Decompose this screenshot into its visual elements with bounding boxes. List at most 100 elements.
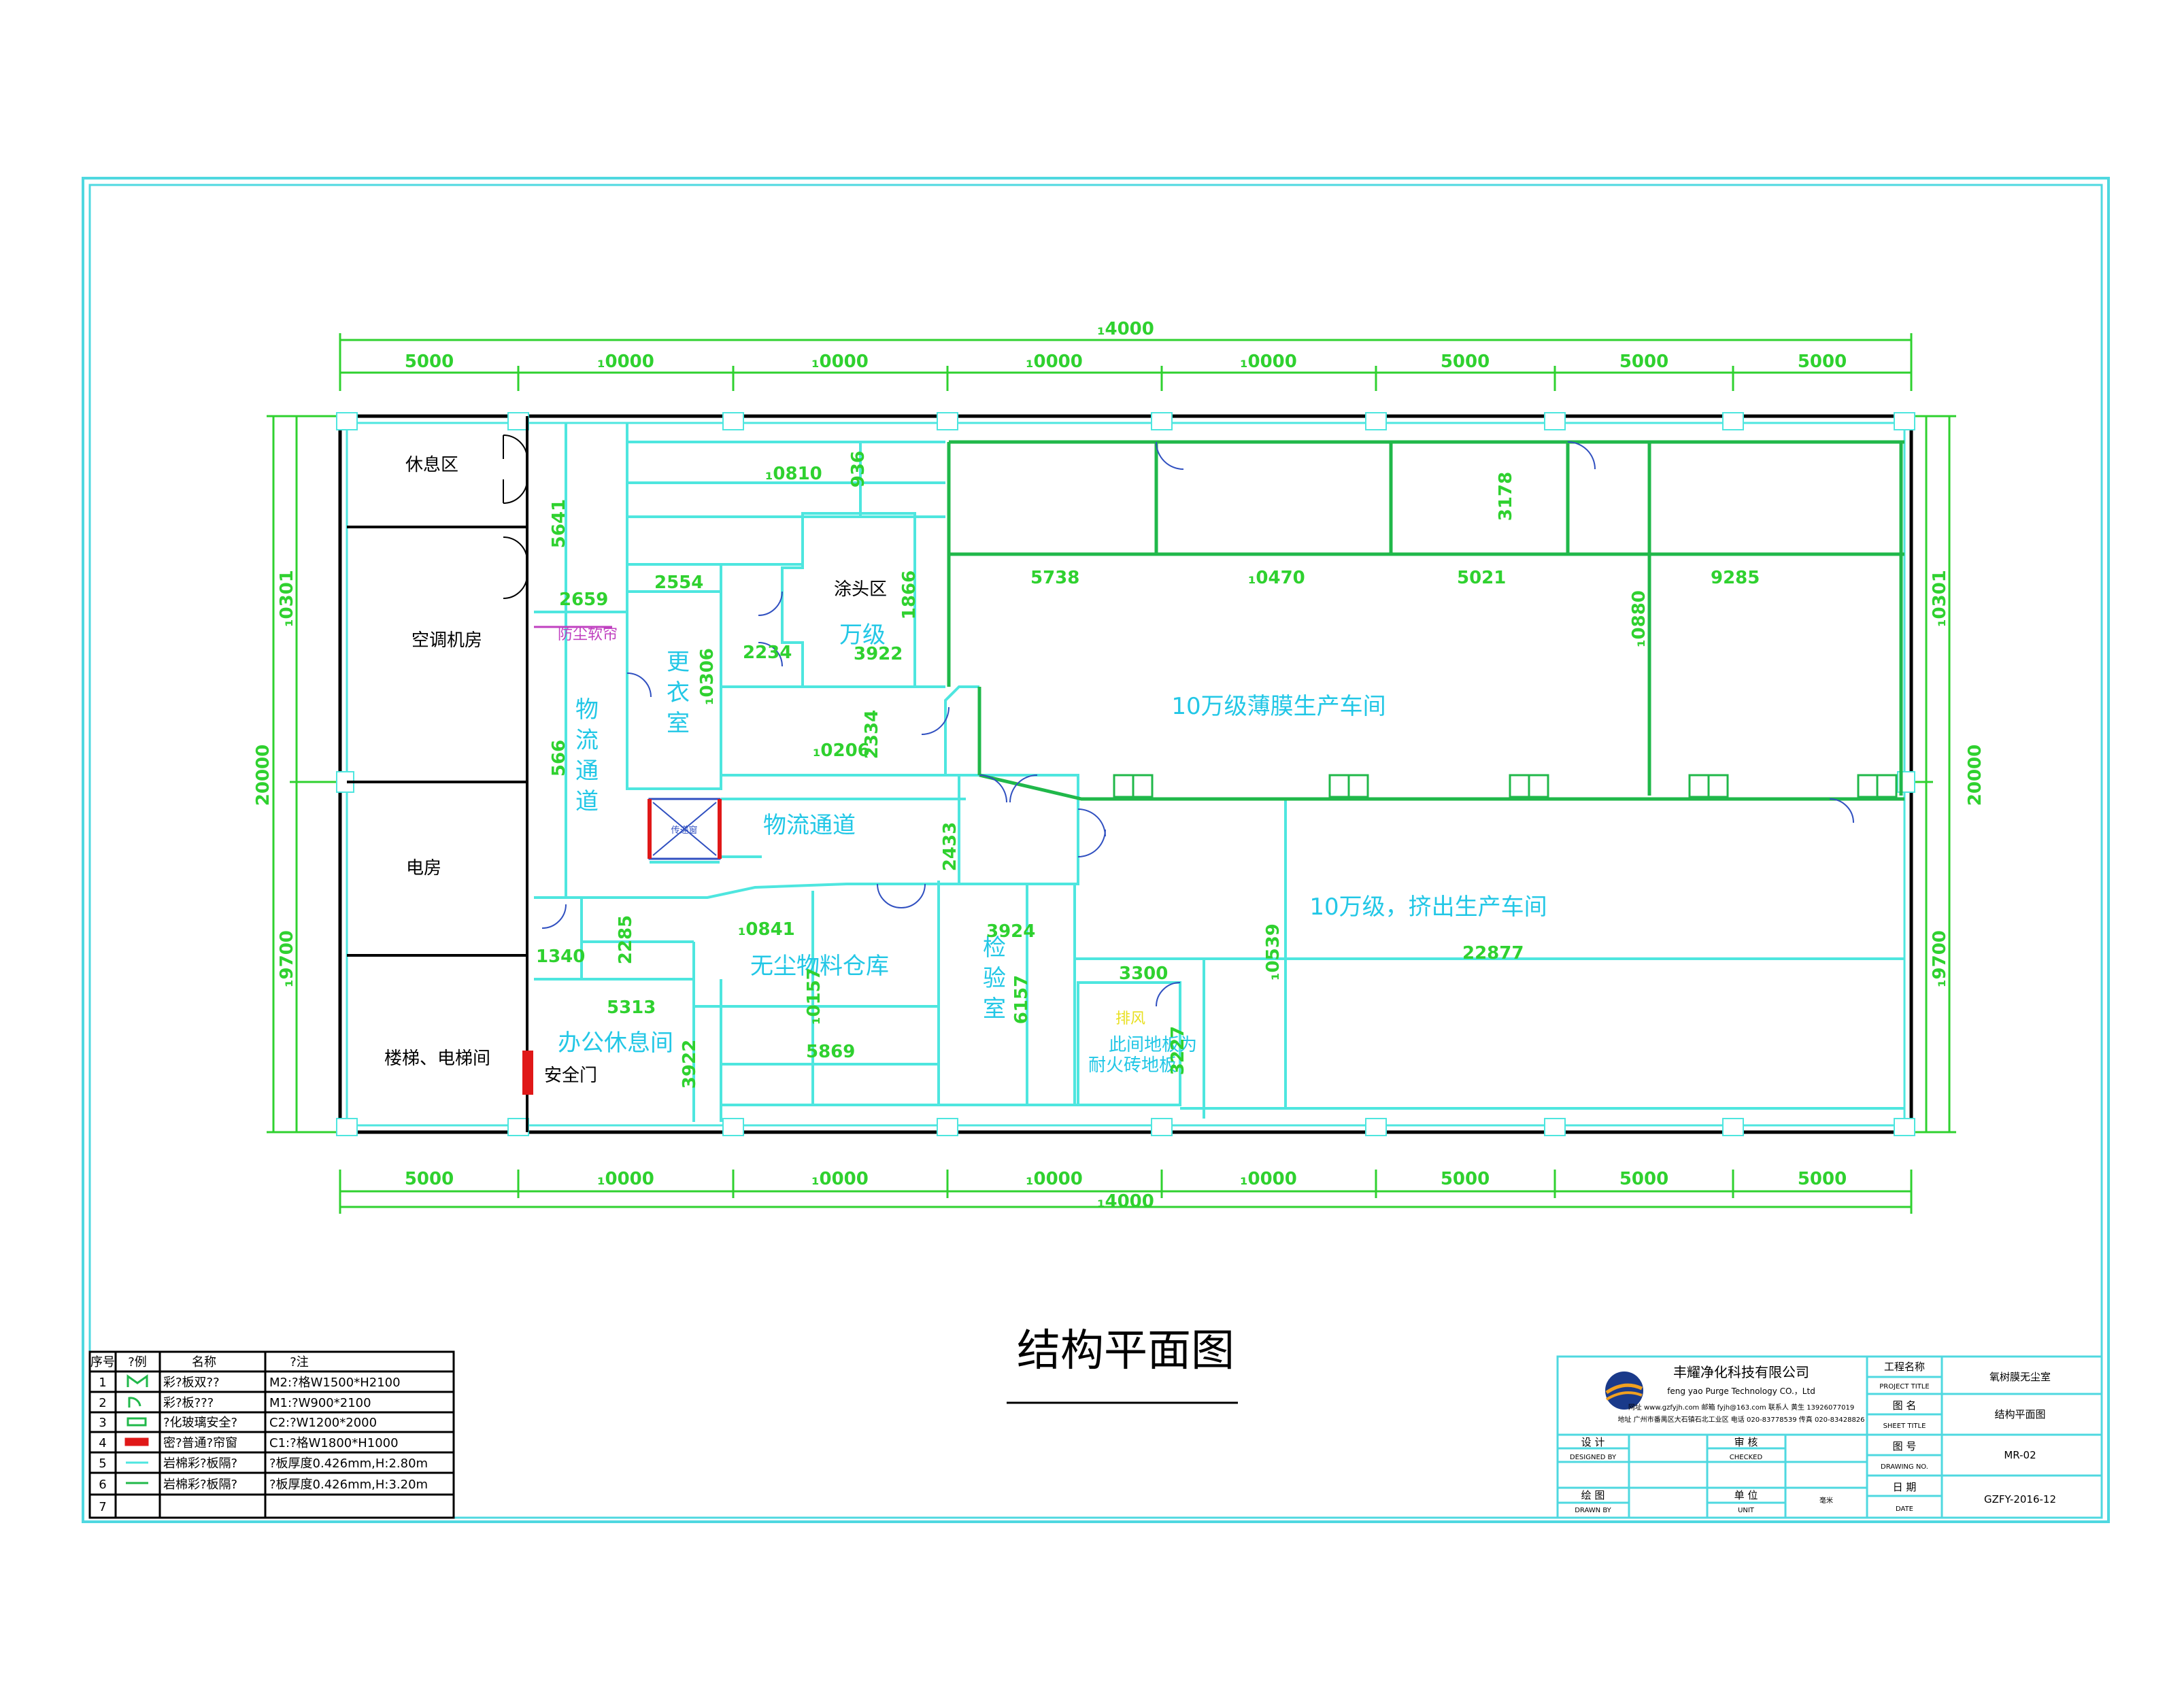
single-door-icon <box>128 1397 141 1408</box>
room-changing: 更 衣 室 <box>667 649 690 737</box>
room-char: 检 <box>983 934 1006 961</box>
room-coating-level: 万级 <box>839 621 886 649</box>
legend-name: 密?普通?帘窗 <box>163 1436 237 1450</box>
company-name-en: feng yao Purge Technology CO.，Ltd <box>1667 1386 1815 1396</box>
double-door-icon <box>127 1374 148 1387</box>
legend-rows: 1 彩?板双?? M2:?格W1500*H2100 2 彩?板??? M1:?W… <box>99 1376 428 1514</box>
room-waste: 排风 <box>1115 1010 1145 1027</box>
dim-label: 9285 <box>1711 568 1760 588</box>
top-segment-labels: 5000 ₁0000 ₁0000 ₁0000 ₁0000 5000 5000 5… <box>405 352 1847 372</box>
dim-label: 5313 <box>607 998 656 1018</box>
bottom-dimension-chain <box>339 1170 1913 1214</box>
legend-note: ?板厚度0.426mm,H:2.80m <box>269 1456 428 1471</box>
sheet-title-label-en: SHEET TITLE <box>1883 1422 1926 1430</box>
dim-label: ₁0470 <box>1248 568 1305 588</box>
inner-frame <box>88 184 2103 1519</box>
date-label: 日 期 <box>1893 1481 1917 1493</box>
floor-note-2: 耐火砖地板 <box>1088 1055 1177 1076</box>
dim-label: 5000 <box>405 1169 454 1189</box>
dim-label: 22877 <box>1462 943 1524 964</box>
dim-label: 2433 <box>940 822 960 871</box>
room-char: 更 <box>667 649 690 676</box>
dim-label: ₁0880 <box>1629 590 1649 647</box>
legend-note: ?板厚度0.426mm,H:3.20m <box>269 1478 428 1492</box>
top-dimension-chain <box>339 333 1913 391</box>
legend-header: ?例 <box>128 1355 147 1369</box>
dim-label: 5021 <box>1457 568 1506 588</box>
left-service-rooms <box>347 416 528 1132</box>
dim-label: 3922 <box>854 644 903 664</box>
bottom-segment-labels: 5000 ₁0000 ₁0000 ₁0000 ₁0000 5000 5000 5… <box>405 1169 1847 1189</box>
dim-label: 5000 <box>1441 1169 1490 1189</box>
outer-frame <box>82 177 2110 1523</box>
dim-label: 2554 <box>654 573 703 593</box>
company-name: 丰耀净化科技有限公司 <box>1673 1364 1809 1380</box>
workshop-windows <box>1113 774 1898 798</box>
legend-note: M1:?W900*2100 <box>269 1396 371 1410</box>
drawn-label-en: DRAWN BY <box>1575 1507 1611 1514</box>
left-lower-dim: ₁9700 <box>277 930 297 987</box>
legend-name: 岩棉彩?板隔? <box>163 1456 237 1471</box>
right-dimension-chain <box>1911 415 1956 1134</box>
room-stairs: 楼梯、电梯间 <box>384 1049 490 1069</box>
room-rest-area: 休息区 <box>405 455 458 475</box>
dust-curtain-label: 防尘软帘 <box>558 626 618 643</box>
dim-label: ₁0000 <box>1026 352 1083 372</box>
room-char: 衣 <box>667 679 690 706</box>
legend-no: 3 <box>99 1416 106 1430</box>
unit-value: 毫米 <box>1819 1496 1833 1505</box>
interior-walls-green <box>947 440 1904 801</box>
legend-header: ?注 <box>290 1355 309 1369</box>
project-label-en: PROJECT TITLE <box>1879 1383 1929 1391</box>
company-logo-icon <box>1605 1371 1643 1410</box>
legend-note: C2:?W1200*2000 <box>269 1416 377 1430</box>
drawing-title: 结构平面图 <box>1017 1326 1234 1376</box>
date-value: GZFY-2016-12 <box>1984 1493 2056 1505</box>
dim-label: 5738 <box>1030 568 1079 588</box>
room-char: 道 <box>575 788 599 815</box>
drawing-no-label-en: DRAWING NO. <box>1881 1463 1928 1471</box>
dim-label: ₁0539 <box>1263 923 1283 981</box>
curtain-window-icon <box>124 1437 149 1446</box>
date-label-en: DATE <box>1896 1505 1913 1513</box>
safety-door-symbol <box>522 1051 533 1095</box>
interior-walls-cyan <box>534 423 1904 1122</box>
legend-note: M2:?格W1500*H2100 <box>269 1376 401 1390</box>
design-label: 设 计 <box>1581 1436 1605 1448</box>
legend-no: 4 <box>99 1436 106 1450</box>
dim-label: 2285 <box>616 915 636 964</box>
room-power-room: 电房 <box>406 858 441 879</box>
left-dimension-chain <box>267 415 340 1134</box>
dim-label: 2334 <box>862 710 882 759</box>
dim-label: 5000 <box>1619 1169 1668 1189</box>
dim-label: ₁0157 <box>804 968 824 1025</box>
room-logistics-vertical: 物 流 通 道 <box>575 696 599 815</box>
service-room-doors <box>503 434 528 599</box>
top-total-dim: ₁4000 <box>1097 319 1154 339</box>
right-total-dim: 20000 <box>1965 745 1985 806</box>
dim-label: 5000 <box>1798 352 1847 372</box>
bottom-total-dim: ₁4000 <box>1097 1191 1154 1212</box>
dim-label: 5641 <box>549 499 569 548</box>
drawn-label: 绘 图 <box>1581 1489 1605 1501</box>
dim-label: 1340 <box>536 947 585 967</box>
room-char: 验 <box>983 965 1006 992</box>
unit-label: 单 位 <box>1734 1489 1758 1501</box>
legend-headers: 序号 ?例 名称 ?注 <box>90 1355 309 1369</box>
dim-label: 3178 <box>1496 472 1516 521</box>
dim-label: 5000 <box>405 352 454 372</box>
sheet-title-label: 图 名 <box>1893 1399 1917 1412</box>
legend-note: C1:?格W1800*H1000 <box>269 1436 399 1450</box>
room-char: 室 <box>983 995 1006 1023</box>
room-ac-room: 空调机房 <box>411 630 482 651</box>
dim-label: 1866 <box>899 570 920 619</box>
dim-label: 6157 <box>1011 975 1032 1024</box>
glass-window-icon <box>127 1417 147 1427</box>
dim-label: 5000 <box>1619 352 1668 372</box>
legend-table <box>88 1350 455 1519</box>
drawing-no-label: 图 号 <box>1893 1440 1917 1452</box>
right-upper-dim: ₁0301 <box>1930 570 1950 627</box>
room-film-workshop: 10万级薄膜生产车间 <box>1171 693 1385 720</box>
room-char: 通 <box>575 757 599 785</box>
